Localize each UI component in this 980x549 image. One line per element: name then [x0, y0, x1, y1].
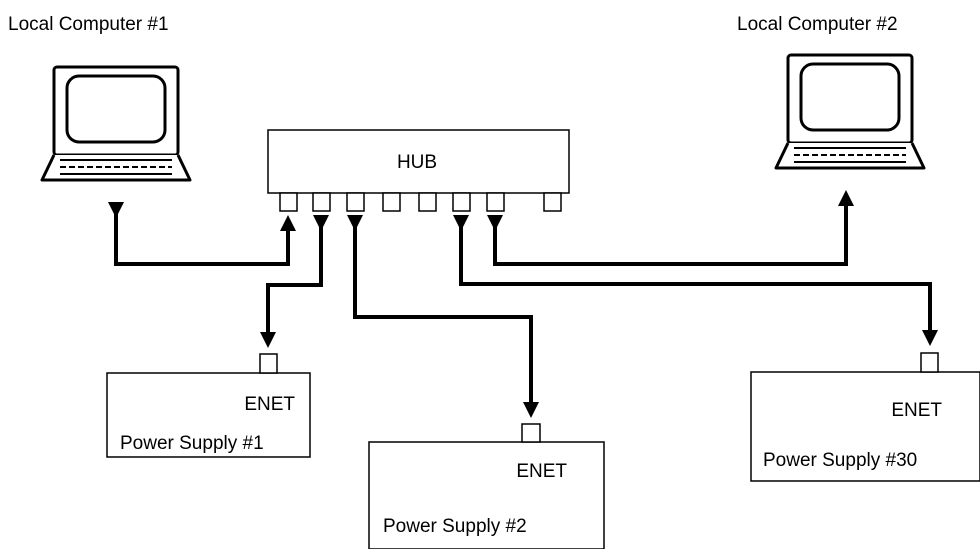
- power-supply-30-box: [750, 371, 980, 482]
- power-supply-1-box: [106, 372, 311, 458]
- power-supply-30-label: Power Supply #30: [763, 450, 917, 471]
- enet-label: ENET: [516, 461, 567, 482]
- hub-port: [418, 192, 437, 212]
- power-supply-2-label: Power Supply #2: [383, 516, 527, 537]
- power-supply-30: ENET Power Supply #30: [750, 352, 980, 482]
- hub-port: [382, 192, 401, 212]
- hub-ports: [279, 192, 562, 212]
- local-computer-2-label: Local Computer #2: [737, 14, 898, 35]
- power-supply-2-box: [368, 441, 605, 549]
- hub: HUB: [267, 129, 570, 212]
- link-computer-1: [108, 202, 296, 266]
- hub-port: [543, 192, 562, 212]
- connections: [108, 190, 938, 418]
- local-computer-1-label: Local Computer #1: [8, 14, 169, 35]
- link-power-supply-2: [347, 215, 539, 418]
- link-power-supply-30: [453, 215, 938, 346]
- power-supply-1: ENET Power Supply #1: [106, 353, 311, 458]
- enet-label: ENET: [891, 400, 942, 421]
- laptop-icon: [40, 65, 192, 182]
- hub-port: [312, 192, 331, 212]
- enet-port: [920, 352, 939, 373]
- power-supply-1-label: Power Supply #1: [120, 433, 264, 454]
- link-computer-2: [487, 190, 854, 266]
- enet-port: [259, 353, 278, 374]
- hub-port: [279, 192, 298, 212]
- local-computer-2: Local Computer #2: [737, 14, 926, 170]
- hub-port: [346, 192, 365, 212]
- power-supply-2: ENET Power Supply #2: [368, 423, 605, 549]
- local-computer-1: Local Computer #1: [8, 14, 192, 182]
- enet-port: [521, 423, 541, 443]
- link-power-supply-1: [260, 215, 329, 348]
- laptop-icon: [774, 53, 926, 170]
- hub-label: HUB: [397, 152, 437, 173]
- enet-label: ENET: [244, 394, 295, 415]
- hub-port: [486, 192, 505, 212]
- hub-box: [267, 129, 570, 194]
- hub-port: [452, 192, 471, 212]
